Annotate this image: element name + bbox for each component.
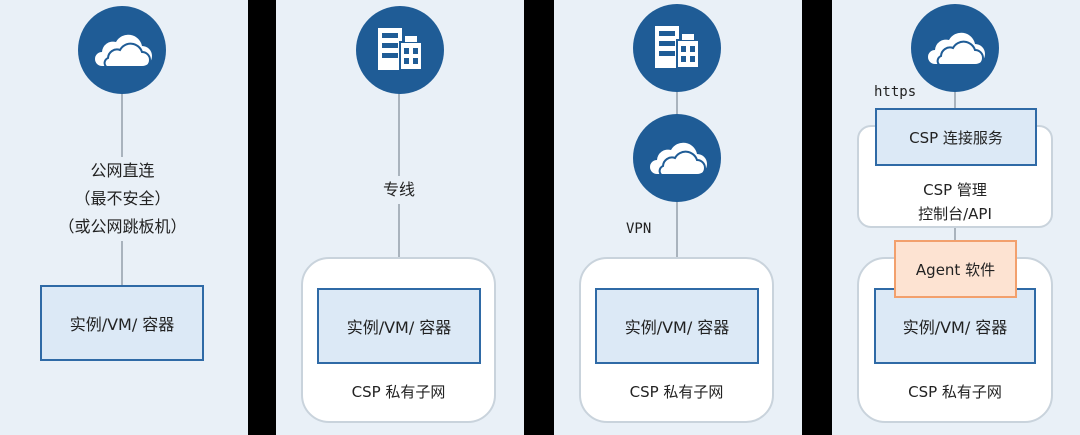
instance-box: 实例/VM/ 容器 [40, 285, 204, 361]
panel-dedicated-line: 专线 实例/VM/ 容器 CSP 私有子网 [276, 0, 524, 435]
instance-box: 实例/VM/ 容器 [595, 288, 759, 364]
connection-label: VPN [626, 221, 652, 237]
subnet-label: CSP 私有子网 [629, 383, 724, 401]
mgmt-label-line2: 控制台/API [918, 205, 992, 223]
cloud-icon [633, 114, 721, 202]
connector-line [398, 80, 400, 260]
connection-label-line3: （或公网跳板机） [58, 217, 187, 236]
mgmt-label-line1: CSP 管理 [923, 181, 987, 199]
agent-software-box: Agent 软件 [894, 240, 1017, 298]
connector-line [954, 226, 956, 242]
building-icon [633, 4, 721, 92]
instance-box: 实例/VM/ 容器 [874, 288, 1036, 364]
subnet-label: CSP 私有子网 [351, 383, 446, 401]
protocol-label: https [874, 84, 917, 100]
private-subnet: 实例/VM/ 容器 CSP 私有子网 [301, 257, 496, 423]
private-subnet: 实例/VM/ 容器 CSP 私有子网 [579, 257, 774, 423]
connection-label-line1: 公网直连 [90, 161, 155, 180]
instance-box: 实例/VM/ 容器 [317, 288, 481, 364]
panel-vpn: VPN 实例/VM/ 容器 CSP 私有子网 [554, 0, 802, 435]
subnet-label: CSP 私有子网 [908, 383, 1002, 401]
panel-public-direct: 公网直连 （最不安全） （或公网跳板机） 实例/VM/ 容器 [0, 0, 248, 435]
panel-agent: https CSP 管理 控制台/API CSP 连接服务 实例/VM/ 容器 … [832, 0, 1080, 435]
connection-label-line2: （最不安全） [74, 189, 171, 208]
building-icon [356, 6, 444, 94]
connection-label: 公网直连 （最不安全） （或公网跳板机） [40, 157, 205, 241]
cloud-icon [78, 6, 166, 94]
connection-label: 专线 [366, 176, 432, 204]
csp-connect-service: CSP 连接服务 [875, 108, 1037, 166]
connector-line [954, 80, 956, 110]
cloud-icon [911, 4, 999, 92]
